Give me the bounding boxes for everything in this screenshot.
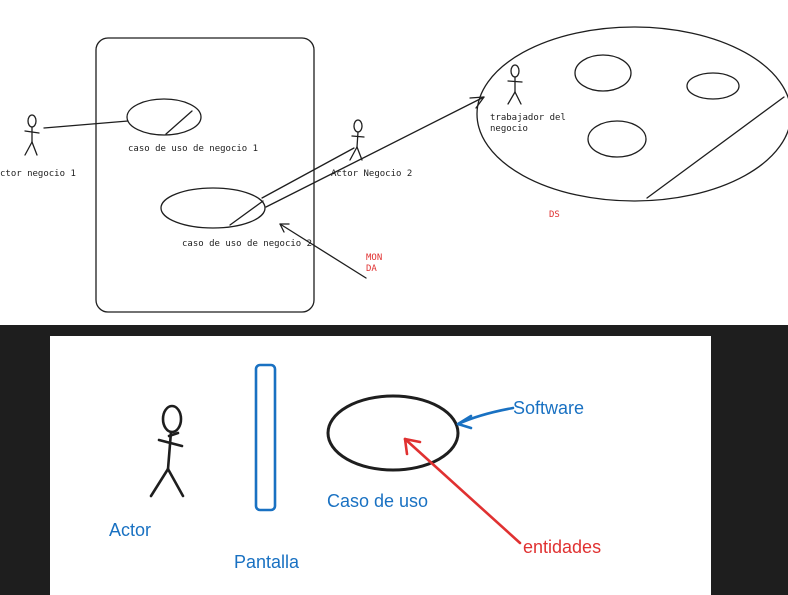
- legend-usecase-label: Caso de uso: [327, 491, 429, 511]
- actor-2-association-line: [261, 147, 355, 199]
- legend-panel: Actor Pantalla Caso de uso Software enti…: [50, 336, 711, 595]
- ds-circle-slash: [646, 96, 785, 199]
- ds-label: DS: [549, 210, 560, 220]
- ds-ellipse-3: [587, 120, 647, 158]
- monda-arrow-line: [279, 223, 367, 279]
- monda-label-line-2: DA: [366, 264, 377, 274]
- actor-1-association-line: [43, 120, 129, 129]
- monda-arrow-head: [279, 223, 290, 233]
- legend-entidades-label: entidades: [523, 537, 602, 557]
- entidades-arrow: [403, 437, 522, 545]
- actor-1-label: ctor negocio 1: [0, 169, 76, 179]
- ds-big-circle: [476, 26, 788, 202]
- software-arrow: [456, 406, 515, 430]
- ds-ellipse-2: [686, 72, 740, 100]
- worker-figure: [507, 64, 523, 105]
- usecase-2-ellipse: [160, 187, 266, 229]
- usecase-2-label: caso de uso de negocio 2: [182, 239, 313, 249]
- usecase-1-slash: [165, 110, 193, 135]
- legend-actor-figure: [149, 404, 185, 498]
- usecase-1-label: caso de uso de negocio 1: [128, 144, 259, 154]
- legend-software-label: Software: [513, 398, 585, 418]
- legend-usecase-ellipse: [326, 394, 460, 472]
- actor-1-figure: [24, 114, 40, 156]
- actor-2-label: Actor Negocio 2: [331, 169, 413, 179]
- worker-label-line-2: negocio: [490, 124, 528, 134]
- worker-label-line-1: trabajador del: [490, 113, 566, 123]
- arrow-to-worker-head: [469, 96, 485, 109]
- business-diagram-drawing: [24, 26, 788, 313]
- usecase-1-ellipse: [126, 98, 202, 136]
- business-diagram-canvas: ctor negocio 1 Actor Negocio 2 trabajado…: [0, 0, 788, 325]
- legend-pantalla-label: Pantalla: [234, 552, 300, 572]
- legend-drawing: [149, 363, 522, 545]
- legend-actor-label: Actor: [109, 520, 152, 540]
- legend-pantalla-rect: [254, 363, 277, 512]
- actor-2-figure: [349, 119, 365, 161]
- ds-ellipse-1: [574, 54, 632, 92]
- system-boundary: [95, 37, 315, 313]
- arrow-to-worker-circle: [265, 96, 485, 208]
- monda-label-line-1: MON: [366, 253, 383, 263]
- usecase-2-slash: [229, 200, 264, 226]
